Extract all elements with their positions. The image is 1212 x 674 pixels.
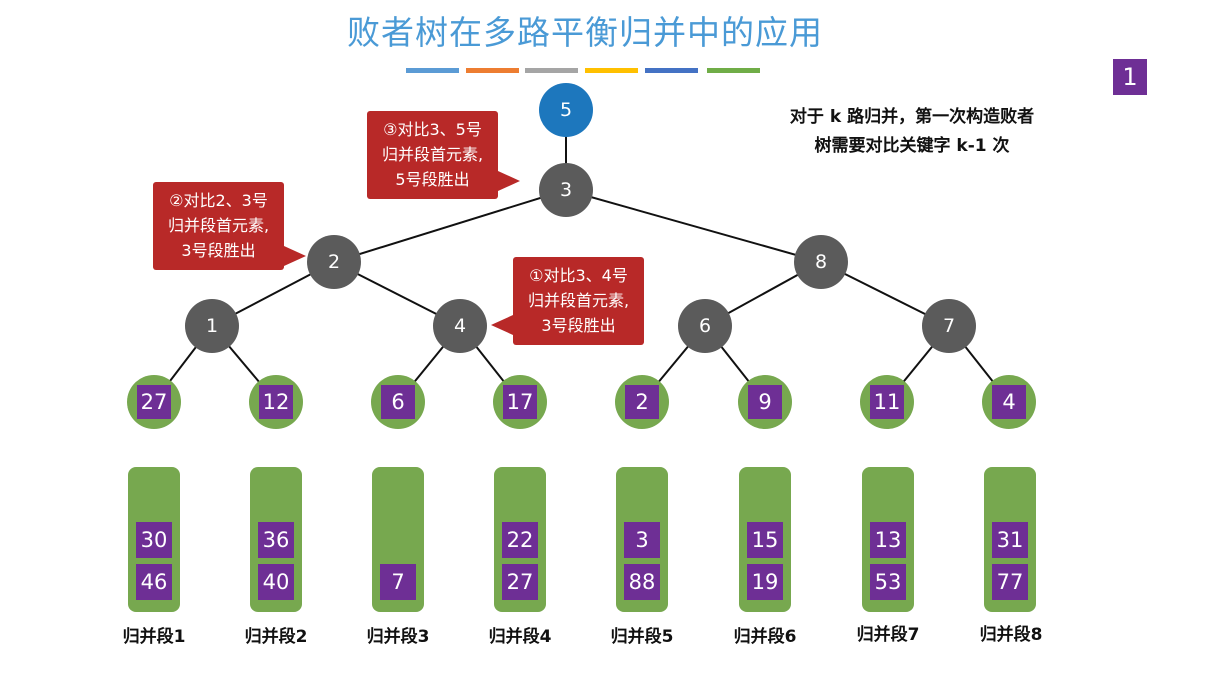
segment-cell: 36 — [258, 522, 294, 558]
tree-leaf: 4 — [982, 375, 1036, 429]
callout-line: ②对比2、3号 — [169, 191, 268, 210]
merge-segment: 13 53 — [862, 467, 914, 612]
page-title: 败者树在多路平衡归并中的应用 — [347, 13, 823, 52]
callout-pointer — [284, 246, 306, 266]
callout-line: 归并段首元素, — [167, 216, 270, 235]
tree-leaf: 27 — [127, 375, 181, 429]
merge-segment: 31 77 — [984, 467, 1036, 612]
segment-label: 归并段7 — [856, 625, 920, 645]
leaf-value: 2 — [625, 385, 659, 419]
segment-cell: 77 — [992, 564, 1028, 600]
segment-label: 归并段5 — [610, 627, 674, 647]
tree-node: 2 — [307, 235, 361, 289]
segment-label: 归并段8 — [979, 625, 1043, 645]
callout-line: 3号段胜出 — [541, 316, 616, 335]
segment-cell: 31 — [992, 522, 1028, 558]
merge-segment: 3 88 — [616, 467, 668, 612]
segment-cell: 27 — [502, 564, 538, 600]
tree-leaf: 2 — [615, 375, 669, 429]
color-bar — [406, 68, 459, 73]
tree-node: 3 — [539, 163, 593, 217]
segment-cell: 53 — [870, 564, 906, 600]
tree-node: 7 — [922, 299, 976, 353]
callout-line: 5号段胜出 — [395, 170, 470, 189]
segment-label: 归并段3 — [366, 627, 430, 647]
segment-cell: 88 — [624, 564, 660, 600]
segment-cell: 15 — [747, 522, 783, 558]
segment-cell: 40 — [258, 564, 294, 600]
merge-segment: 30 46 — [128, 467, 180, 612]
segment-cell: 13 — [870, 522, 906, 558]
callout-compare-2: ②对比2、3号 归并段首元素, 3号段胜出 — [153, 182, 306, 270]
tree-node: 1 — [185, 299, 239, 353]
tree-leaf: 9 — [738, 375, 792, 429]
callout-line: ①对比3、4号 — [529, 266, 628, 285]
segment-cell: 19 — [747, 564, 783, 600]
leaf-value: 17 — [503, 385, 537, 419]
merge-segment: 36 40 — [250, 467, 302, 612]
color-bar — [585, 68, 638, 73]
segment-cell: 46 — [136, 564, 172, 600]
leaf-value: 4 — [992, 385, 1026, 419]
tree-edge — [565, 189, 822, 263]
leaf-value: 11 — [870, 385, 904, 419]
callout-pointer — [498, 171, 520, 191]
callout-compare-3: ③对比3、5号 归并段首元素, 5号段胜出 — [367, 111, 520, 199]
segment-cell: 7 — [380, 564, 416, 600]
merge-segment: 15 19 — [739, 467, 791, 612]
callout-line: ③对比3、5号 — [383, 120, 482, 139]
tree-leaf: 12 — [249, 375, 303, 429]
callout-pointer — [491, 315, 513, 335]
segment-cell: 3 — [624, 522, 660, 558]
tree-root-node: 5 — [539, 83, 593, 137]
callout-compare-1: ①对比3、4号 归并段首元素, 3号段胜出 — [491, 257, 644, 345]
tree-node: 4 — [433, 299, 487, 353]
leaf-value: 9 — [748, 385, 782, 419]
segment-label: 归并段6 — [733, 627, 797, 647]
tree-leaf: 17 — [493, 375, 547, 429]
segment-cell: 22 — [502, 522, 538, 558]
segment-label: 归并段1 — [122, 627, 186, 647]
note-line: 对于 k 路归并，第一次构造败者 — [789, 107, 1035, 127]
callout-line: 归并段首元素, — [527, 291, 630, 310]
leaf-value: 6 — [381, 385, 415, 419]
note-text: 对于 k 路归并，第一次构造败者 树需要对比关键字 k-1 次 — [756, 103, 1068, 161]
segment-cell: 30 — [136, 522, 172, 558]
tree-edge — [333, 189, 567, 263]
merge-segment: 22 27 — [494, 467, 546, 612]
color-bar — [707, 68, 760, 73]
callout-line: 3号段胜出 — [181, 241, 256, 260]
leaf-value: 12 — [259, 385, 293, 419]
color-bar — [466, 68, 519, 73]
callout-line: 归并段首元素, — [381, 145, 484, 164]
page-number-badge: 1 — [1113, 59, 1147, 95]
leaf-value: 27 — [137, 385, 171, 419]
tree-leaf: 11 — [860, 375, 914, 429]
tree-leaf: 6 — [371, 375, 425, 429]
color-bar — [645, 68, 698, 73]
color-bar — [525, 68, 578, 73]
segment-label: 归并段4 — [488, 627, 552, 647]
tree-node: 6 — [678, 299, 732, 353]
note-line: 树需要对比关键字 k-1 次 — [814, 136, 1010, 156]
tree-node: 8 — [794, 235, 848, 289]
merge-segment: 7 — [372, 467, 424, 612]
segment-label: 归并段2 — [244, 627, 308, 647]
